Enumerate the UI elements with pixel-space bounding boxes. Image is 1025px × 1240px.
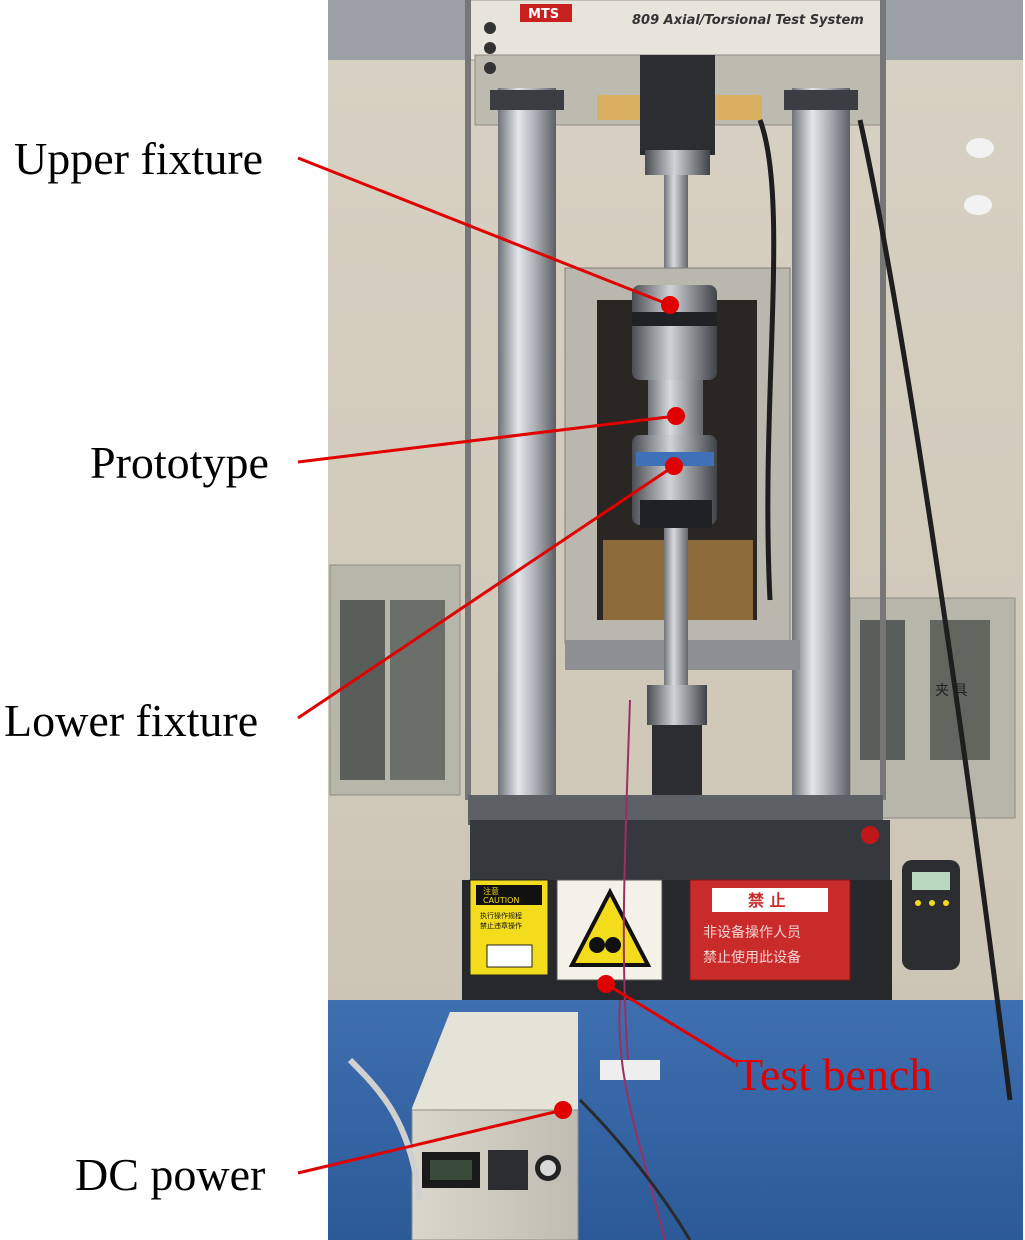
prototype-leader xyxy=(297,414,677,464)
lower-fixture-leader xyxy=(297,464,675,720)
upper-fixture-leader xyxy=(297,156,671,307)
lower-fixture-marker xyxy=(665,457,683,475)
upper-fixture-marker xyxy=(661,296,679,314)
test-bench-leader xyxy=(605,982,736,1064)
prototype-label: Prototype xyxy=(90,437,269,488)
test-bench-label: Test bench xyxy=(735,1049,933,1100)
cabinet-label: 夹 具 xyxy=(935,683,967,699)
prohibit-line-2: 禁止使用此设备 xyxy=(703,949,801,966)
lower-fixture-label: Lower fixture xyxy=(4,695,259,746)
prohibit-title: 禁 止 xyxy=(748,891,786,910)
upper-fixture-label: Upper fixture xyxy=(14,133,264,184)
prohibit-line-1: 非设备操作人员 xyxy=(703,924,801,941)
caution-title-en: CAUTION xyxy=(483,896,519,905)
test-bench-marker xyxy=(597,975,615,993)
prototype-marker xyxy=(667,407,685,425)
caution-line-1: 执行操作规程 xyxy=(480,911,522,920)
dc-power-leader xyxy=(297,1108,564,1175)
caution-line-2: 禁止违章操作 xyxy=(480,921,522,930)
brand-logo-text: MTS xyxy=(528,7,559,22)
dc-power-label: DC power xyxy=(75,1149,266,1200)
dc-power-marker xyxy=(554,1101,572,1119)
caution-title-cn: 注意 xyxy=(483,886,499,896)
model-name: 809 Axial/Torsional Test System xyxy=(632,13,864,28)
